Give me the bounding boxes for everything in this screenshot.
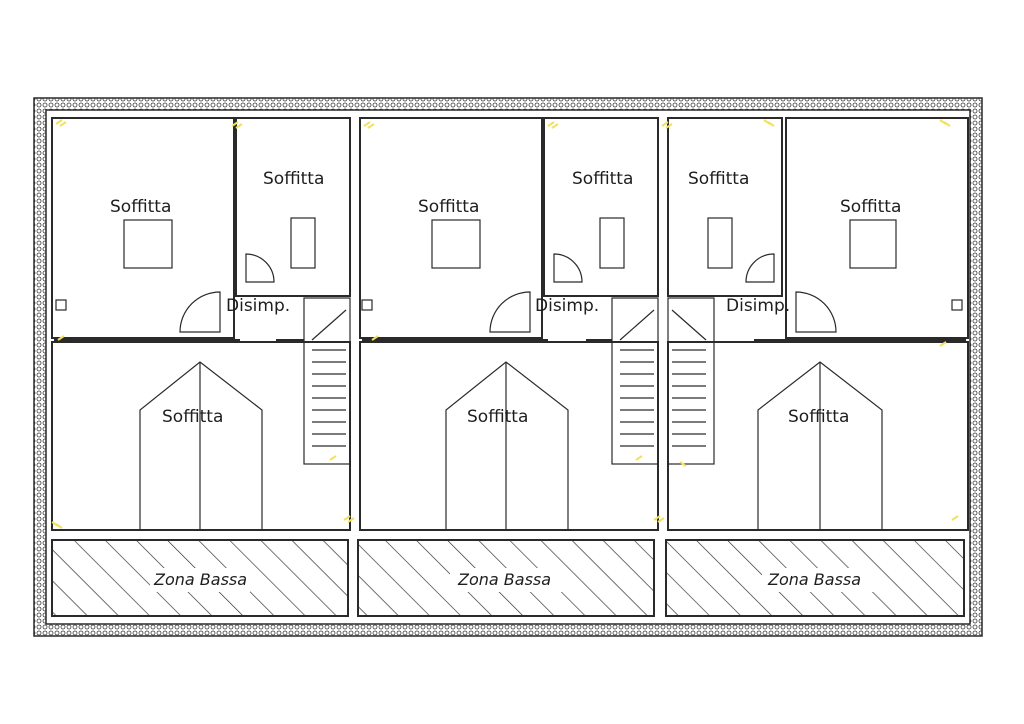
attic-room-upper-right — [235, 117, 351, 297]
perimeter-wall — [33, 97, 983, 637]
door-arc — [795, 291, 837, 333]
unit-1: Soffitta Soffitta Disimp. Soffitta Zona … — [51, 117, 351, 617]
chimney — [951, 299, 963, 311]
door-arc — [245, 253, 275, 283]
attic-room-lower — [359, 341, 659, 531]
pitched-door — [139, 361, 263, 530]
room-label: Soffitta — [840, 197, 901, 217]
room-label: Soffitta — [162, 407, 223, 427]
room-label: Disimp. — [726, 296, 790, 316]
door-arc — [489, 291, 531, 333]
room-label: Disimp. — [226, 296, 290, 316]
door-arc — [553, 253, 583, 283]
skylight — [599, 217, 625, 269]
door-arc — [179, 291, 221, 333]
staircase — [667, 297, 715, 465]
staircase — [611, 297, 659, 465]
unit-2: Soffitta Soffitta Disimp. Soffitta Zona … — [357, 117, 659, 617]
room-label: Soffitta — [263, 169, 324, 189]
room-label: Soffitta — [788, 407, 849, 427]
attic-room-upper-left — [51, 117, 235, 339]
chimney — [361, 299, 373, 311]
room-label: Soffitta — [110, 197, 171, 217]
low-zone-label: Zona Bassa — [153, 570, 247, 589]
attic-room-upper-right — [543, 117, 659, 297]
skylight — [431, 219, 481, 269]
attic-room-upper-left — [667, 117, 783, 297]
room-label: Soffitta — [572, 169, 633, 189]
junction-markers — [51, 119, 959, 529]
low-zone-label: Zona Bassa — [767, 570, 861, 589]
attic-room-lower — [51, 341, 351, 531]
staircase — [303, 297, 351, 465]
chimney — [55, 299, 67, 311]
room-label: Soffitta — [688, 169, 749, 189]
room-label: Soffitta — [467, 407, 528, 427]
skylight — [849, 219, 897, 269]
attic-room-upper-left — [359, 117, 543, 339]
skylight — [123, 219, 173, 269]
pitched-door — [445, 361, 569, 530]
room-label: Soffitta — [418, 197, 479, 217]
door-arc — [745, 253, 775, 283]
attic-room-lower — [667, 341, 969, 531]
attic-room-upper-right — [785, 117, 969, 339]
skylight — [707, 217, 733, 269]
skylight — [290, 217, 316, 269]
room-label: Disimp. — [535, 296, 599, 316]
unit-3: Soffitta Soffitta Disimp. Soffitta Zona … — [665, 117, 969, 617]
low-zone-label: Zona Bassa — [457, 570, 551, 589]
